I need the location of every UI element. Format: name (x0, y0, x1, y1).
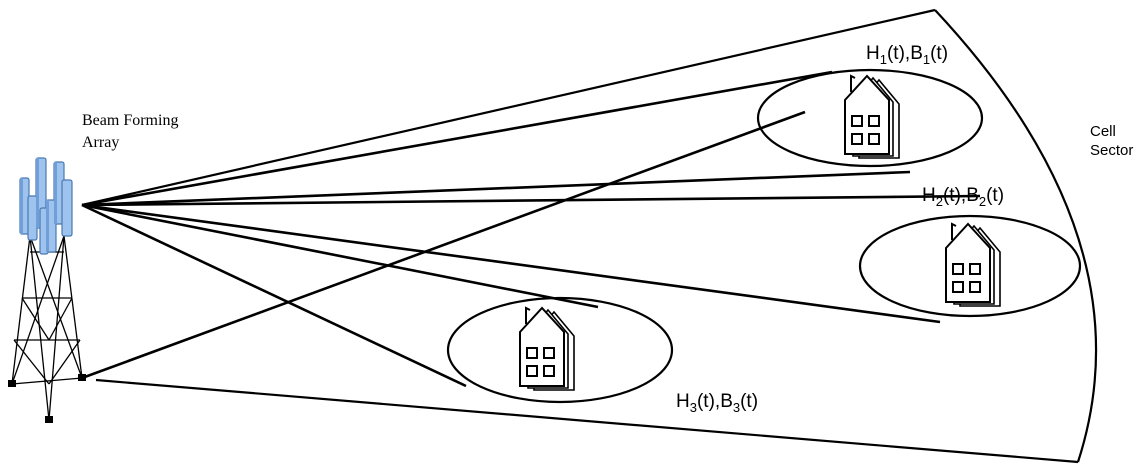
house-icon (945, 223, 1001, 307)
house-icon (844, 75, 900, 159)
user-3-coverage-ellipse (446, 296, 674, 404)
antenna-tower-icon (8, 157, 86, 423)
user-2-coverage-ellipse (858, 214, 1082, 318)
user-1-label: H1(t),B1(t) (866, 43, 949, 67)
user-2-label: H2(t),B2(t) (922, 185, 1005, 209)
cell-sector-outline (81, 8, 1098, 464)
antenna-label: Beam Forming Array (82, 112, 179, 151)
beams (81, 70, 981, 388)
cell-sector-label: Cell Sector (1090, 123, 1134, 159)
user-3-label: H3(t),B3(t) (676, 391, 759, 415)
house-icon (519, 307, 575, 391)
user-1-coverage-ellipse (756, 68, 984, 168)
